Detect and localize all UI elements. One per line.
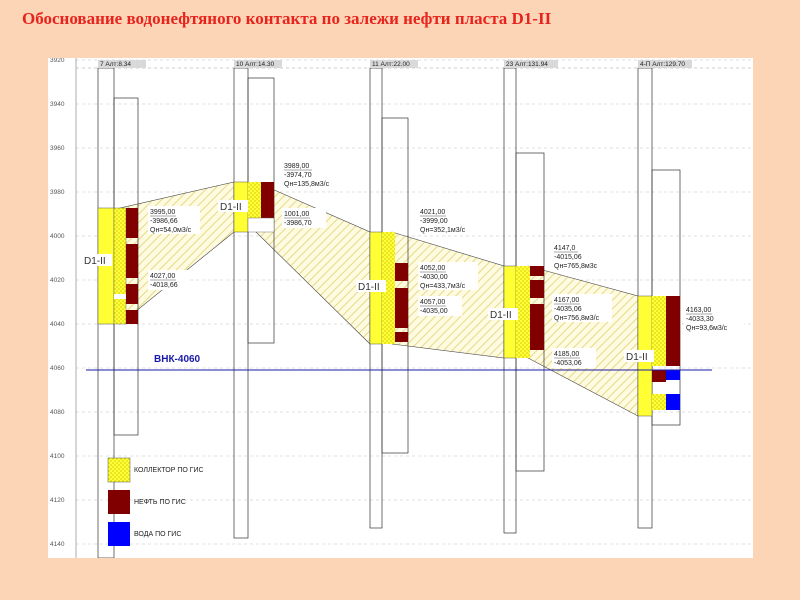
well-correlation-diagram: 3920 3940 3960 3980 4000 4020 4040 4060 … xyxy=(50,57,751,559)
annotation-line: 4147,0 xyxy=(554,245,576,252)
legend-swatch-oil xyxy=(108,490,130,514)
well-headers: 7 Алт:8.34 10 Алт:14.30 11 Алт:22.00 23 … xyxy=(98,60,692,68)
layer-label: D1-II xyxy=(84,256,106,267)
correlation-band xyxy=(391,231,505,359)
annotation-line: -3986,70 xyxy=(284,220,312,227)
annotation-line: -4015,06 xyxy=(554,254,582,261)
depth-tick: 4100 xyxy=(50,453,65,460)
annotation-line: 3995,00 xyxy=(150,209,175,216)
well-header: 7 Алт:8.34 xyxy=(100,61,131,68)
annotation-line: -4030,00 xyxy=(420,274,448,281)
depth-tick: 3940 xyxy=(50,101,65,108)
well-7 xyxy=(97,67,139,559)
well-header: 23 Алт:131.94 xyxy=(506,61,548,68)
depth-tick: 4060 xyxy=(50,365,65,372)
annotation-line: 4167,00 xyxy=(554,297,579,304)
annotation-line: -3986,66 xyxy=(150,218,178,225)
legend-label: КОЛЛЕКТОР ПО ГИС xyxy=(134,467,204,474)
well-4p xyxy=(637,67,681,529)
annotation-line: -3999,00 xyxy=(420,218,448,225)
annotation-line: Qн=433,7м3/с xyxy=(420,283,466,290)
slide-title: Обоснование водонефтяного контакта по за… xyxy=(22,9,552,28)
annotation-block: 4185,00 -4053,06 xyxy=(552,348,596,368)
annotation-line: Qн=93,6м3/с xyxy=(686,325,728,332)
annotation-line: 3989,00 xyxy=(284,163,309,170)
well-header: 10 Алт:14.30 xyxy=(236,61,275,68)
annotation-block: 3989,00 -3974,70 Qн=135,8м3/с xyxy=(282,160,342,188)
layer-labels: D1-II D1-II D1-II D1-II D1-II xyxy=(82,200,654,363)
annotation-line: -4018,66 xyxy=(150,282,178,289)
annotation-block: 4052,00 -4030,00 Qн=433,7м3/с xyxy=(418,262,478,290)
annotation-line: 4185,00 xyxy=(554,351,579,358)
annotation-line: -4053,06 xyxy=(554,360,582,367)
annotation-line: -4033,30 xyxy=(686,316,714,323)
annotation-block: 1001,00 -3986,70 xyxy=(282,208,326,228)
depth-tick: 4140 xyxy=(50,541,65,548)
depth-tick: 4080 xyxy=(50,409,65,416)
depth-tick: 4120 xyxy=(50,497,65,504)
annotation-block: 4021,00 -3999,00 Qн=352,1м3/с xyxy=(418,206,478,234)
annotation-block: 4027,00 -4018,66 xyxy=(148,270,188,290)
depth-tick: 3960 xyxy=(50,145,65,152)
legend: КОЛЛЕКТОР ПО ГИС НЕФТЬ ПО ГИС ВОДА ПО ГИ… xyxy=(107,457,204,546)
depth-annotations: 3995,00 -3986,66 Qн=54,0м3/с 4027,00 -40… xyxy=(148,160,744,368)
annotation-line: Qн=765,8м3с xyxy=(554,263,598,270)
annotation-line: 4163,00 xyxy=(686,307,711,314)
legend-swatch-water xyxy=(108,522,130,546)
annotation-line: 4027,00 xyxy=(150,273,175,280)
well-header: 11 Алт:22.00 xyxy=(372,61,410,68)
annotation-line: Qн=756,8м3/с xyxy=(554,315,600,322)
annotation-line: Qн=54,0м3/с xyxy=(150,227,192,234)
annotation-line: 4021,00 xyxy=(420,209,445,216)
depth-tick: 3980 xyxy=(50,189,65,196)
annotation-line: -3974,70 xyxy=(284,172,312,179)
owc-label: ВНК-4060 xyxy=(154,354,201,365)
correlation-panel: 3920 3940 3960 3980 4000 4020 4040 4060 … xyxy=(48,57,753,559)
well-23 xyxy=(503,67,545,534)
annotation-line: 4052,00 xyxy=(420,265,445,272)
correlation-band xyxy=(527,265,639,417)
depth-tick: 4000 xyxy=(50,233,65,240)
layer-label: D1-II xyxy=(220,202,242,213)
well-header: 4-П Алт:129.70 xyxy=(640,61,685,68)
legend-label: НЕФТЬ ПО ГИС xyxy=(134,499,186,506)
annotation-line: -4035,06 xyxy=(554,306,582,313)
layer-label: D1-II xyxy=(490,310,512,321)
annotation-line: Qн=352,1м3/с xyxy=(420,227,466,234)
depth-tick: 4040 xyxy=(50,321,65,328)
layer-label: D1-II xyxy=(626,352,648,363)
annotation-line: 4057,00 xyxy=(420,299,445,306)
annotation-block: 4057,00 -4035,00 xyxy=(418,296,462,316)
depth-axis: 3920 3940 3960 3980 4000 4020 4040 4060 … xyxy=(50,57,65,548)
annotation-line: -4035,00 xyxy=(420,308,448,315)
annotation-block: 4147,0 -4015,06 Qн=765,8м3с xyxy=(552,242,610,270)
annotation-block: 4167,00 -4035,06 Qн=756,8м3/с xyxy=(552,294,612,322)
annotation-line: 1001,00 xyxy=(284,211,309,218)
layer-label: D1-II xyxy=(358,282,380,293)
annotation-block: 4163,00 -4033,30 Qн=93,6м3/с xyxy=(684,304,744,332)
legend-swatch-collector xyxy=(107,457,131,483)
depth-tick: 4020 xyxy=(50,277,65,284)
well-11 xyxy=(369,67,409,529)
well-10 xyxy=(233,67,275,539)
annotation-line: Qн=135,8м3/с xyxy=(284,181,330,188)
depth-tick: 3920 xyxy=(50,58,65,64)
annotation-block: 3995,00 -3986,66 Qн=54,0м3/с xyxy=(148,206,200,234)
legend-label: ВОДА ПО ГИС xyxy=(134,531,181,538)
